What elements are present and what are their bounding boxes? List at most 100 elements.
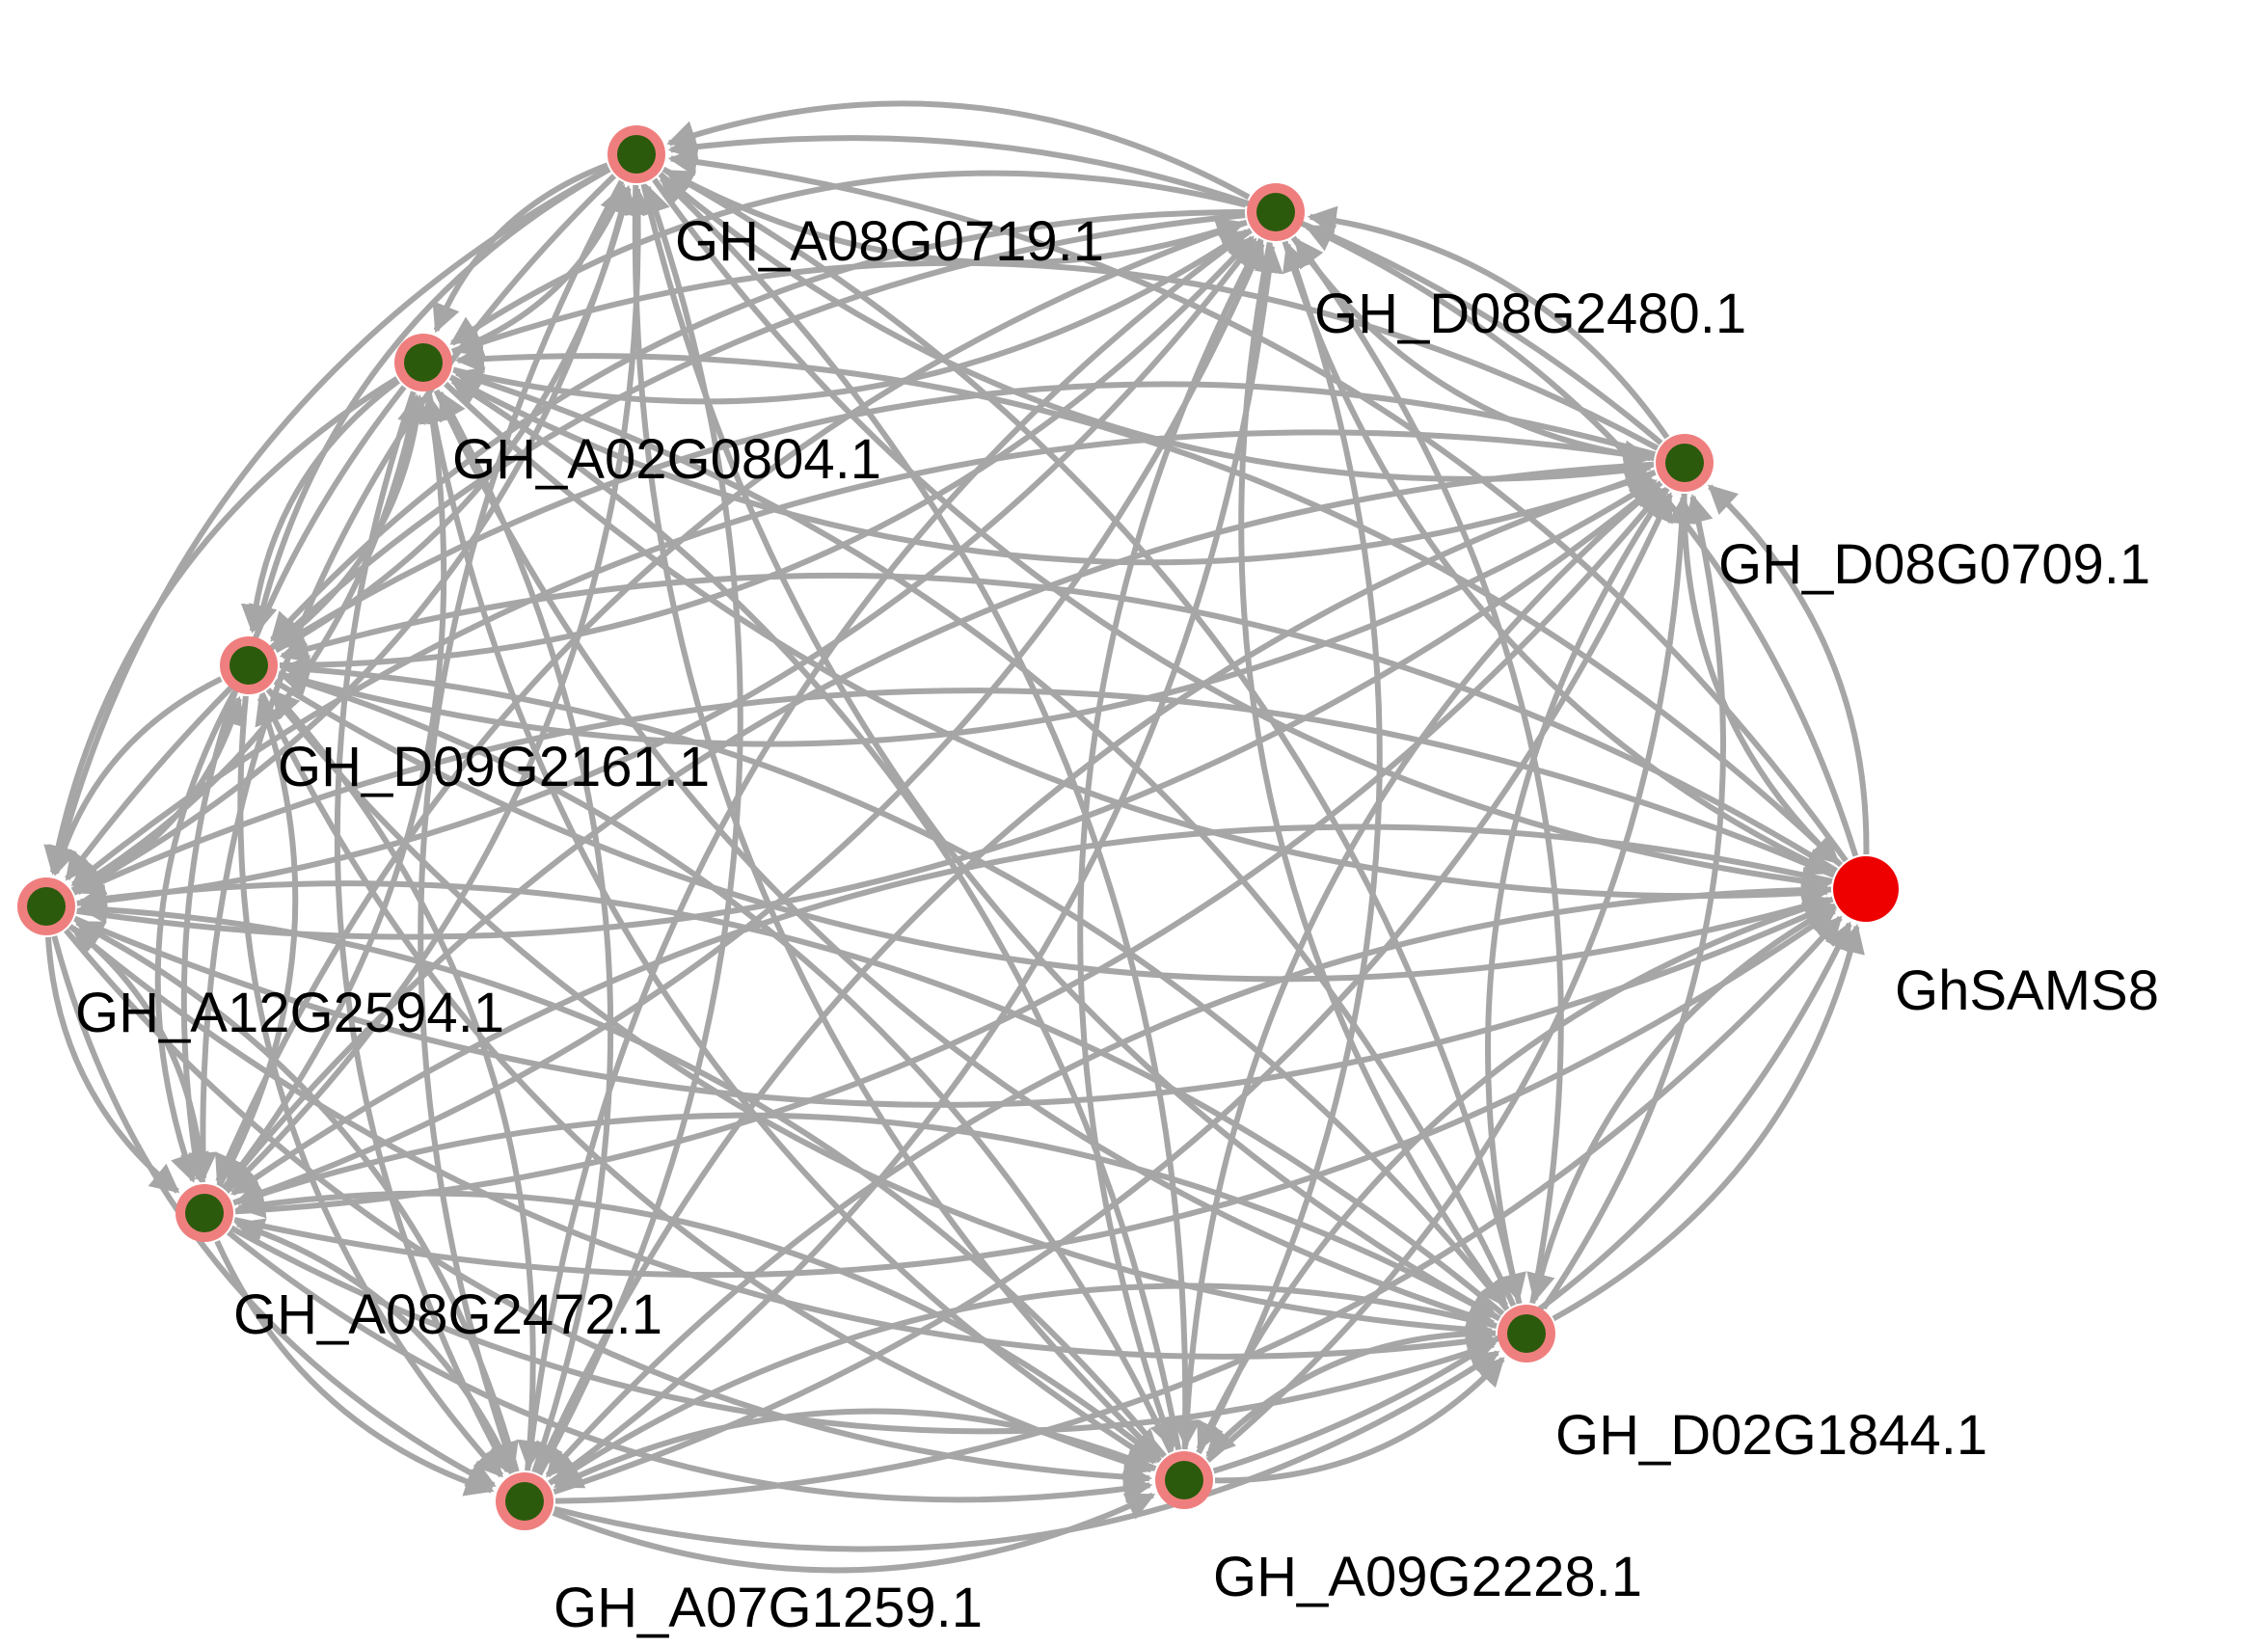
node-label-6: GH_A12G2594.1 (75, 982, 504, 1044)
hub-node-ghsams8 (1833, 856, 1899, 922)
edge-n9-to-n2 (1293, 237, 1564, 1305)
edge-n9-to-n3 (453, 366, 1517, 1308)
gene-node-2 (404, 343, 443, 382)
node-layer (17, 125, 1899, 1530)
edge-n10-to-n5 (279, 669, 1174, 1454)
edge-n4-to-n9 (1484, 486, 1670, 1303)
edge-n5-to-n9 (265, 688, 1496, 1344)
edge-n9-to-n7 (77, 880, 1505, 1316)
edge-n8-to-n4 (234, 487, 1665, 1215)
gene-node-3 (1665, 444, 1704, 482)
edge-n10-to-n7 (78, 895, 1167, 1459)
edge-n8-to-n2 (232, 241, 1265, 1206)
edge-n10-to-n1 (659, 175, 1189, 1450)
edge-n2-to-n6 (1282, 240, 1834, 876)
edge-n11-to-n5 (269, 688, 536, 1471)
edge-n11-to-n8 (234, 1218, 515, 1475)
node-label-3: GH_D08G0709.1 (1718, 533, 2150, 596)
edge-n3-to-n7 (43, 376, 399, 876)
edge-n9-to-n8 (234, 1112, 1501, 1322)
edge-n4-to-n8 (224, 461, 1655, 1189)
edge-n4-to-n7 (70, 429, 1655, 887)
edge-n3-to-n6 (444, 381, 1831, 908)
edge-n5-to-n2 (279, 235, 1255, 668)
edge-n6-to-n10 (1196, 896, 1834, 1452)
node-label-2: GH_A02G0804.1 (452, 428, 881, 491)
edge-n3-to-n5 (240, 378, 400, 634)
edge-n1-to-n7 (47, 166, 611, 877)
label-layer: GH_A08G0719.1GH_D08G2480.1GH_A02G0804.1G… (75, 210, 2159, 1639)
edge-n1-to-n9 (640, 183, 1499, 1320)
node-label-1: GH_D08G2480.1 (1314, 283, 1746, 345)
edge-n4-to-n1 (667, 132, 1663, 445)
gene-node-9 (1165, 1461, 1203, 1499)
edge-n3-to-n4 (448, 374, 1655, 566)
edge-n5-to-n7 (49, 676, 223, 877)
edge-n11-to-n3 (437, 390, 614, 1473)
edge-n11-to-n4 (553, 492, 1673, 1495)
edge-n8-to-n6 (233, 908, 1837, 1279)
node-label-8: GH_D02G1844.1 (1555, 1404, 1987, 1467)
edge-n5-to-n4 (277, 478, 1658, 747)
node-label-7: GH_A08G2472.1 (233, 1283, 662, 1346)
edge-n4-to-n2 (1307, 205, 1670, 440)
edge-n6-to-n8 (230, 823, 1833, 1196)
edge-n11-to-n10 (552, 1492, 1156, 1574)
edge-n4-to-n10 (1172, 480, 1663, 1448)
edge-n10-to-n3 (449, 378, 1182, 1451)
edge-n11-to-n6 (554, 915, 1843, 1504)
edge-n6-to-n5 (279, 572, 1838, 874)
edge-n9-to-n4 (1541, 494, 1727, 1310)
edge-n2-to-n1 (666, 100, 1251, 201)
edge-n2-to-n5 (270, 209, 1246, 642)
edge-n8-to-n5 (216, 695, 299, 1188)
edge-n6-to-n7 (75, 688, 1836, 895)
edge-n6-to-n4 (1708, 484, 1870, 855)
gene-node-10 (505, 1482, 544, 1521)
edge-n10-to-n2 (1196, 242, 1383, 1455)
edge-n10-to-n6 (1212, 921, 1852, 1474)
node-label-5: GhSAMS8 (1895, 959, 2159, 1022)
edge-n7-to-n10 (64, 928, 1152, 1492)
edge-n7-to-n11 (51, 935, 497, 1489)
edge-n6-to-n9 (1526, 903, 1837, 1303)
gene-node-6 (27, 887, 66, 926)
edge-n8-to-n9 (230, 1225, 1497, 1435)
edge-n9-to-n1 (663, 168, 1523, 1305)
gene-node-4 (230, 646, 268, 685)
edge-n9-to-n6 (1552, 923, 1865, 1322)
edge-n11-to-n2 (548, 243, 1283, 1486)
node-label-10: GH_A07G1259.1 (554, 1577, 983, 1639)
edge-n10-to-n8 (235, 1189, 1162, 1464)
edge-n2-to-n11 (517, 228, 1253, 1471)
edge-n6-to-n1 (667, 147, 1849, 863)
edge-n9-to-n5 (280, 655, 1510, 1311)
edge-n9-to-n11 (551, 1282, 1498, 1485)
edge-n5-to-n8 (154, 690, 237, 1183)
edge-n7-to-n1 (71, 184, 635, 895)
node-label-9: GH_A09G2228.1 (1213, 1546, 1642, 1608)
gene-node-7 (185, 1194, 224, 1232)
edge-n1-to-n5 (249, 166, 611, 634)
edge-n11-to-n9 (554, 1350, 1500, 1552)
edge-n4-to-n3 (453, 259, 1660, 451)
edge-n6-to-n2 (1304, 224, 1859, 857)
edge-n11-to-n7 (74, 919, 520, 1472)
gene-node-0 (617, 135, 656, 174)
gene-node-8 (1507, 1314, 1546, 1353)
node-label-4: GH_D09G2161.1 (278, 736, 710, 798)
edge-n7-to-n4 (76, 482, 1660, 940)
gene-node-1 (1256, 193, 1295, 231)
edge-n8-to-n11 (214, 1239, 495, 1497)
edge-n10-to-n4 (1205, 495, 1697, 1463)
edge-n5-to-n10 (258, 691, 1154, 1476)
edge-n8-to-n10 (227, 1229, 1153, 1504)
edge-n11-to-n1 (536, 184, 743, 1476)
edge-n10-to-n11 (553, 1408, 1157, 1490)
edge-n8-to-n1 (224, 186, 653, 1194)
edge-n3-to-n2 (452, 229, 1250, 405)
node-label-0: GH_A08G0719.1 (675, 210, 1104, 273)
edge-n9-to-n10 (1205, 1330, 1497, 1457)
